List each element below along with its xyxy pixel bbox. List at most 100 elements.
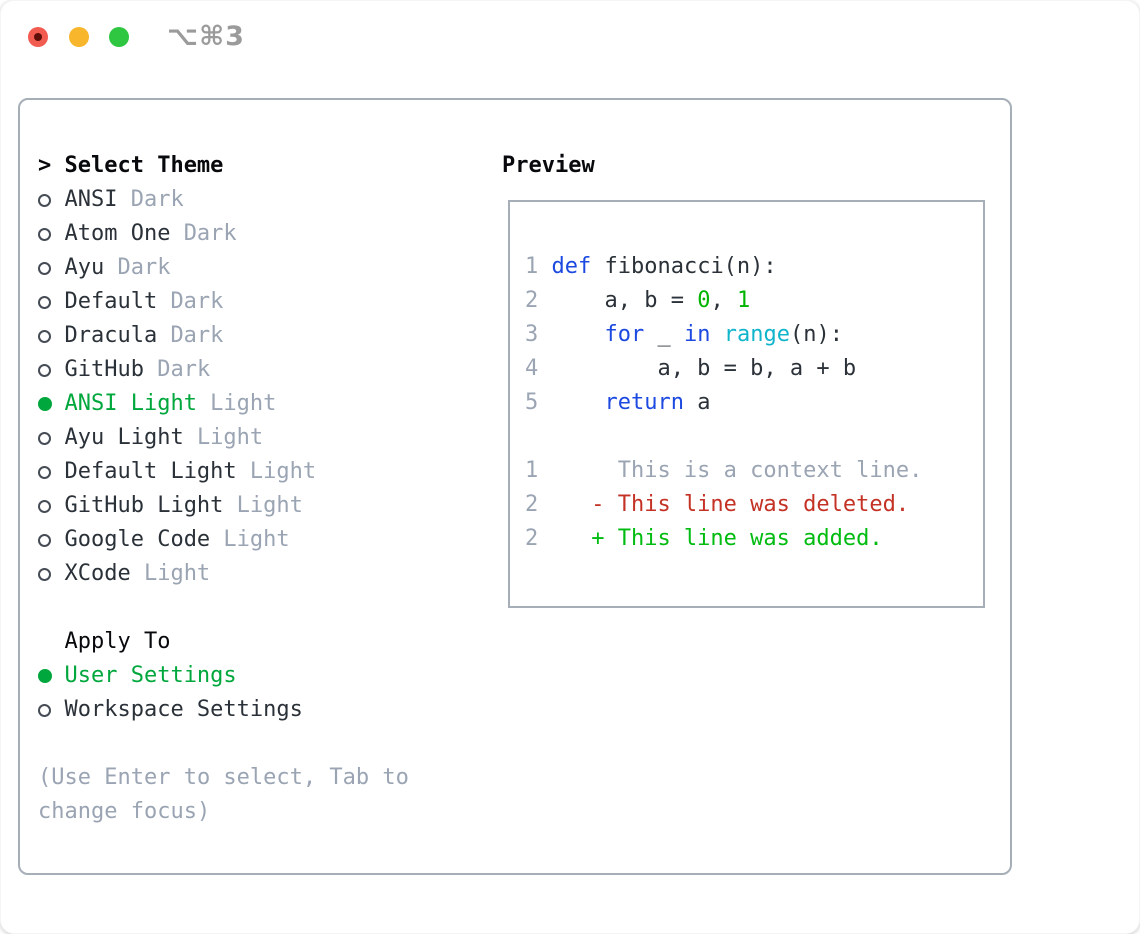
code-segment: _ [644, 322, 684, 347]
line-number: 2 [525, 526, 539, 551]
apply-option-label: Workspace Settings [64, 697, 303, 722]
apply-option-workspace-settings[interactable]: Workspace Settings [38, 693, 409, 727]
select-theme-header: > Select Theme [38, 149, 409, 183]
theme-variant: Light [223, 527, 290, 552]
line-number: 4 [525, 356, 539, 381]
theme-option-label: ANSI Light [64, 391, 197, 416]
theme-variant: Dark [117, 255, 171, 280]
theme-variant: Light [143, 561, 211, 586]
close-button[interactable] [28, 27, 48, 47]
radio-icon [38, 703, 51, 717]
radio-cell [38, 421, 64, 455]
code-segment: return [604, 390, 684, 415]
code-segment: for [604, 322, 645, 347]
diff-line: 2 - This line was deleted. [525, 488, 983, 522]
prompt-caret-icon: > [38, 153, 52, 178]
unsaved-indicator-dot [34, 33, 42, 41]
line-number: 5 [525, 390, 539, 415]
theme-variant: Dark [170, 323, 224, 348]
theme-option-dracula[interactable]: Dracula Dark [38, 319, 409, 353]
line-number: 1 [525, 458, 539, 483]
code-segment: , [710, 288, 737, 313]
code-line: 5 return a [525, 386, 983, 420]
radio-cell [38, 659, 64, 693]
theme-variant: Dark [130, 187, 184, 212]
line-number: 1 [525, 254, 539, 279]
code-segment: + This line was added. [551, 526, 883, 551]
code-segment: a, b = b, a + b [551, 356, 857, 381]
radio-icon [38, 329, 51, 343]
theme-option-label: Default [64, 289, 158, 314]
code-segment: 1 [736, 288, 751, 313]
code-segment: - This line was deleted. [551, 492, 910, 517]
theme-option-github[interactable]: GitHub Dark [38, 353, 409, 387]
radio-icon [38, 295, 51, 309]
code-line: 2 a, b = 0, 1 [525, 284, 983, 318]
radio-cell [38, 557, 64, 591]
diff-line: 1 This is a context line. [525, 454, 983, 488]
code-line: 3 for _ in range(n): [525, 318, 983, 352]
hint-line: change focus) [38, 799, 211, 824]
code-segment [551, 322, 604, 347]
radio-cell [38, 387, 64, 421]
minimize-button[interactable] [69, 27, 89, 47]
code-segment: 0 [697, 288, 711, 313]
theme-variant: Dark [157, 357, 211, 382]
code-line: 1 def fibonacci(n): [525, 250, 983, 284]
theme-option-label: Atom One [64, 221, 171, 246]
code-segment: def [551, 254, 592, 279]
radio-cell [38, 455, 64, 489]
theme-option-label: XCode [64, 561, 131, 586]
code-segment: (n): [789, 322, 843, 347]
radio-cell [38, 183, 64, 217]
theme-option-label: Ayu [64, 255, 105, 280]
line-number: 2 [525, 288, 539, 313]
diff-line: 2 + This line was added. [525, 522, 983, 556]
theme-option-ayu[interactable]: Ayu Dark [38, 251, 409, 285]
code-line: 4 a, b = b, a + b [525, 352, 983, 386]
radio-icon [38, 193, 51, 207]
apply-option-user-settings[interactable]: User Settings [38, 659, 409, 693]
theme-option-label: Dracula [64, 323, 158, 348]
theme-variant: Light [236, 493, 303, 518]
code-segment: This is a context line. [551, 458, 923, 483]
radio-icon [38, 227, 51, 241]
window-title: ⌥⌘3 [167, 21, 245, 52]
radio-icon [38, 567, 51, 581]
radio-selected-icon [38, 397, 52, 411]
radio-icon [38, 431, 51, 445]
code-segment: fibonacci(n): [591, 254, 777, 279]
radio-cell [38, 353, 64, 387]
code-segment: range [723, 322, 790, 347]
radio-cell [38, 319, 64, 353]
zoom-button[interactable] [109, 27, 129, 47]
diff-sample: 1 This is a context line.2 - This line w… [525, 454, 983, 556]
select-theme-title: Select Theme [64, 153, 224, 178]
preview-title: Preview [502, 153, 595, 178]
radio-cell [38, 285, 64, 319]
code-segment: in [683, 322, 711, 347]
radio-icon [38, 499, 51, 513]
theme-option-label: Ayu Light [64, 425, 184, 450]
theme-option-xcode[interactable]: XCode Light [38, 557, 409, 591]
radio-icon [38, 363, 51, 377]
theme-option-label: GitHub [64, 357, 144, 382]
line-number: 2 [525, 492, 539, 517]
radio-cell [38, 251, 64, 285]
